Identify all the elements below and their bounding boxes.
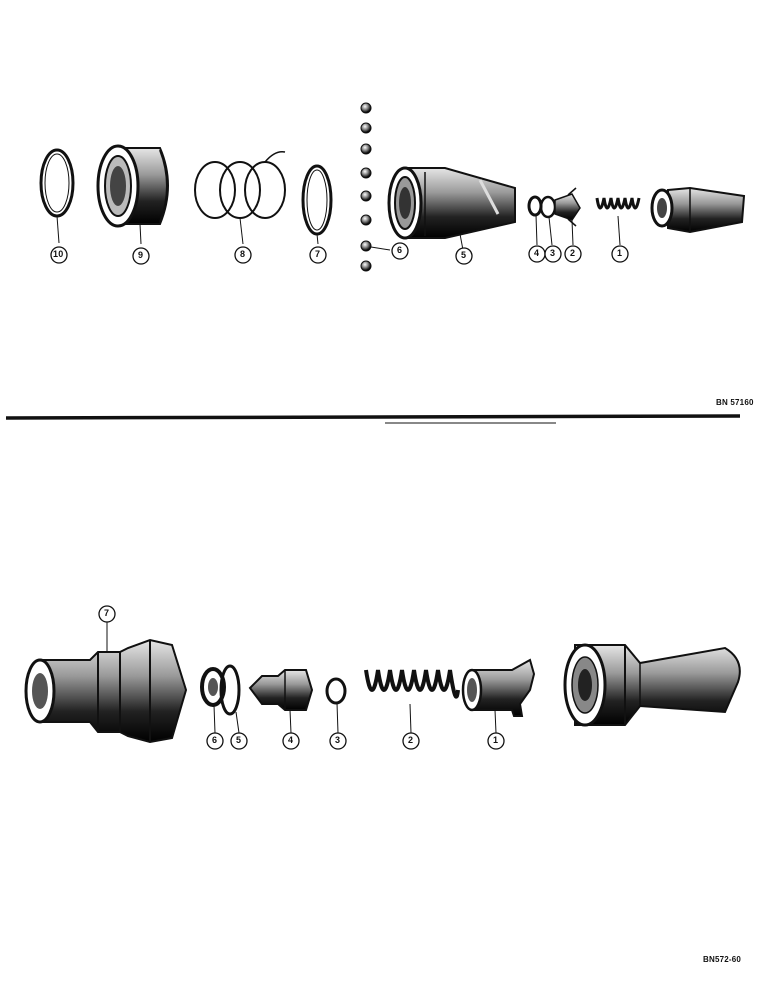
section-divider (5, 414, 741, 424)
bottom-callout-4: 4 (288, 735, 294, 745)
bottom-callout-5: 5 (236, 735, 242, 745)
top-callout-9: 9 (138, 250, 144, 260)
bottom-callout-6: 6 (212, 735, 218, 745)
top-callout-1: 1 (617, 248, 623, 258)
bottom-exploded-view (24, 605, 741, 750)
top-reference-number: BN 57160 (716, 398, 754, 407)
part-5-backup-ring (219, 664, 241, 734)
bottom-callout-7: 7 (104, 608, 110, 618)
part-7-coupler-body (24, 622, 188, 744)
part-10-snap-ring (39, 148, 75, 244)
bottom-reference-number: BN572-60 (703, 955, 742, 964)
top-callout-2: 2 (570, 248, 576, 258)
top-callout-4: 4 (534, 248, 540, 258)
part-2-spring (364, 669, 460, 734)
part-7-ring (301, 164, 333, 245)
bottom-callout-2: 2 (408, 735, 414, 745)
bottom-callout-3: 3 (335, 735, 341, 745)
bottom-callouts (98, 605, 505, 750)
top-exploded-view (39, 102, 746, 272)
bottom-callout-1: 1 (493, 735, 499, 745)
part-9-sleeve (96, 144, 169, 245)
top-callout-10: 10 (53, 249, 64, 259)
part-2-valve (554, 187, 581, 246)
top-callout-7: 7 (315, 249, 321, 259)
part-8-retaining-spring (194, 150, 286, 245)
part-1-spring (595, 197, 641, 246)
part-4-washer (527, 195, 543, 246)
part-1-sleeve (461, 658, 536, 734)
part-3-o-ring (539, 195, 557, 246)
part-4-valve-poppet (248, 669, 314, 734)
threaded-nipple (563, 643, 741, 727)
top-callout-5: 5 (461, 250, 467, 260)
top-callouts (50, 242, 629, 265)
top-callout-6: 6 (397, 245, 403, 255)
top-callout-3: 3 (550, 248, 556, 258)
part-3-o-ring (325, 677, 347, 734)
threaded-adapter (650, 186, 746, 234)
part-6-balls (360, 102, 391, 272)
part-5-coupler-body (387, 166, 516, 251)
part-6-seal (200, 667, 226, 734)
top-callout-8: 8 (240, 249, 246, 259)
